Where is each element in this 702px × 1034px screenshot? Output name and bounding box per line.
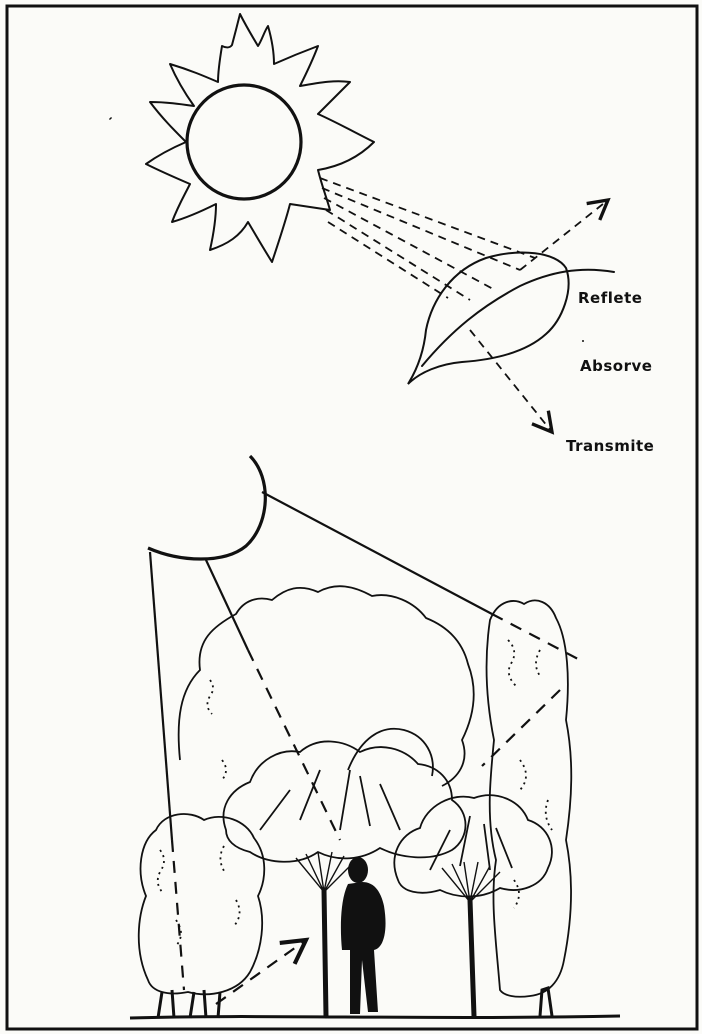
tree-icon <box>487 600 572 1016</box>
person-silhouette-icon <box>341 857 386 1014</box>
label-transmite: Transmite <box>566 437 654 455</box>
sun-arc-icon <box>148 456 265 559</box>
ground-reflected-arrow <box>216 940 306 1004</box>
branch-fans <box>296 852 500 902</box>
tree-icon <box>179 586 474 786</box>
canopy-rays <box>150 492 492 840</box>
label-reflete: Reflete <box>578 289 642 307</box>
tree-icon <box>394 795 552 896</box>
ground-line <box>130 1016 620 1018</box>
sun-icon <box>110 14 374 262</box>
label-absorve: Absorve <box>580 357 652 375</box>
tree-icon <box>223 729 465 862</box>
transmitted-ray-arrow <box>470 330 552 432</box>
incident-rays <box>320 178 535 300</box>
absorve-dot <box>582 340 584 342</box>
tree-icon <box>139 814 265 1018</box>
reflected-ray-arrow <box>520 200 608 270</box>
